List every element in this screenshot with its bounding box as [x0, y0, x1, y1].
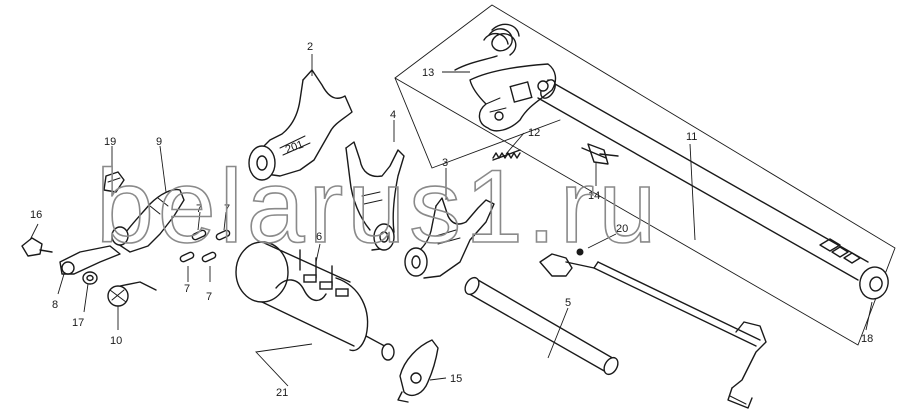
- shift-fork-part-4: [345, 141, 405, 251]
- callout-13: 13: [422, 67, 434, 79]
- callout-12: 12: [528, 127, 540, 139]
- callout-4: 4: [390, 109, 396, 121]
- callout-leaders: [29, 54, 873, 387]
- shift-lever-part-20: [539, 248, 767, 409]
- callout-2: 2: [307, 41, 313, 53]
- svg-text:201: 201: [284, 139, 305, 157]
- bolt-part-16: [21, 237, 53, 257]
- spring-part-10: [107, 281, 157, 307]
- callout-7c: 7: [196, 203, 202, 215]
- callout-labels: 2 4 3 6 9 19 16 8 17 10 7 7 7 7 13 12 11…: [30, 41, 873, 399]
- callout-16: 16: [30, 209, 42, 221]
- shift-fork-part-2: 201: [248, 69, 353, 181]
- return-spring-part-13: [454, 23, 520, 71]
- callout-7b: 7: [206, 291, 212, 303]
- bolt-part-19: [103, 171, 125, 193]
- callout-14: 14: [588, 190, 600, 202]
- spring-part-12: [492, 149, 521, 161]
- callout-7d: 7: [224, 203, 230, 215]
- callout-19: 19: [104, 136, 116, 148]
- shaft-assembly-outline: [394, 4, 896, 346]
- drum-stopper-plate-part-15: [397, 339, 439, 403]
- callout-10: 10: [110, 335, 122, 347]
- callout-17: 17: [72, 317, 84, 329]
- callout-9: 9: [156, 136, 162, 148]
- washer-part-17: [82, 271, 98, 285]
- callout-8: 8: [52, 299, 58, 311]
- washer-part-18: [859, 266, 889, 300]
- callout-5: 5: [565, 297, 571, 309]
- watermark-text: belarus1.ru: [96, 149, 660, 265]
- pins-part-7: [179, 229, 231, 263]
- stopper-arm-part-9: [111, 188, 185, 253]
- callout-20: 20: [616, 223, 628, 235]
- pin-part-14: [581, 143, 619, 165]
- shift-arm-plate: [469, 63, 557, 132]
- callout-3: 3: [442, 157, 448, 169]
- shift-drum-part-6: [235, 241, 395, 361]
- callout-7a: 7: [184, 283, 190, 295]
- callout-6: 6: [316, 231, 322, 243]
- callout-11: 11: [686, 131, 697, 143]
- callout-21: 21: [276, 387, 288, 399]
- callout-18: 18: [861, 333, 873, 345]
- callout-15: 15: [450, 373, 462, 385]
- fork-rod-part-5: [464, 276, 619, 376]
- shift-fork-part-3: [404, 197, 495, 279]
